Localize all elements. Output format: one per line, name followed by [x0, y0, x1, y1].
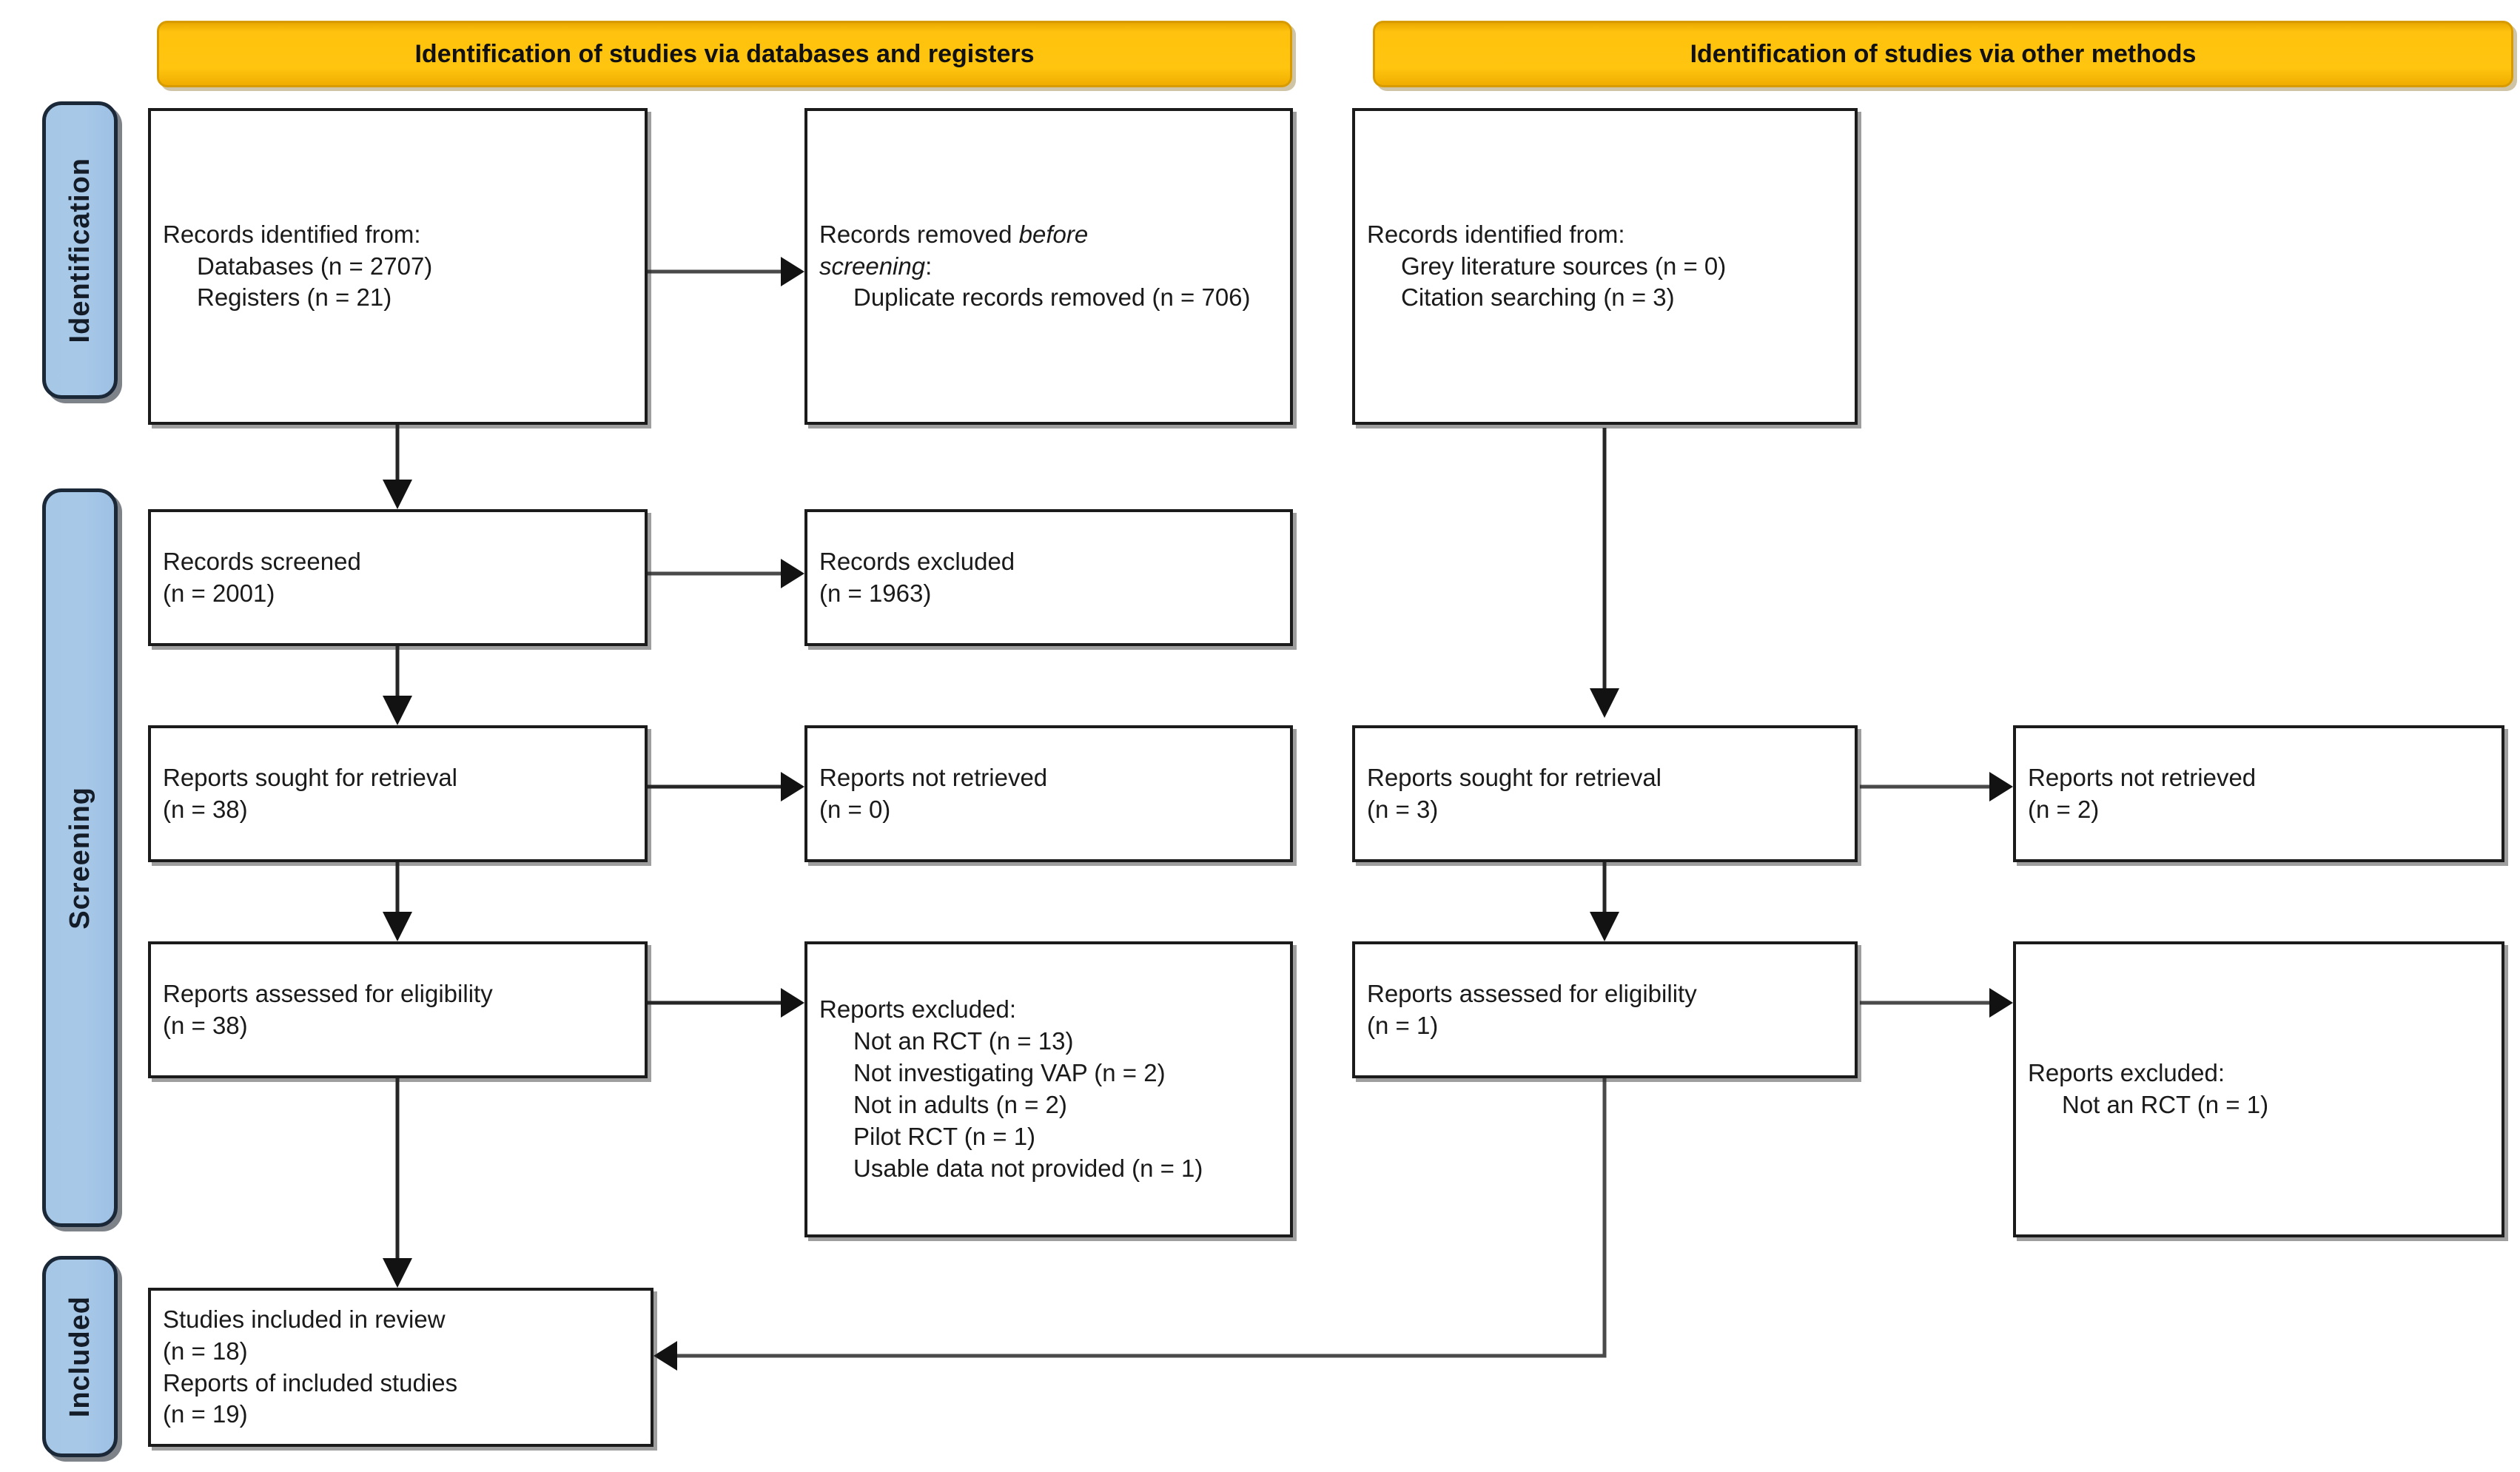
phase-tab-included-label: Included — [64, 1295, 95, 1418]
assessed-left-line1: Reports assessed for eligibility — [163, 979, 493, 1007]
box-records-screened: Records screened (n = 2001) — [148, 509, 648, 646]
box-reports-not-retrieved-left-text: Reports not retrieved (n = 0) — [807, 762, 1290, 826]
removed-line1-emph: before — [1018, 220, 1089, 248]
included-line2: (n = 18) — [163, 1337, 248, 1365]
excl-left-line1: Reports excluded: — [819, 995, 1016, 1024]
phase-tab-screening: Screening — [42, 488, 118, 1227]
removed-line2-tail: : — [925, 252, 933, 280]
section-header-databases: Identification of studies via databases … — [157, 21, 1292, 87]
records-screened-line1: Records screened — [163, 547, 361, 575]
included-line3: Reports of included studies — [163, 1368, 458, 1397]
excl-right-line1: Reports excluded: — [2028, 1059, 2225, 1087]
other-identified-line3: Citation searching (n = 3) — [1401, 283, 1675, 312]
phase-tab-included: Included — [42, 1256, 118, 1457]
section-header-databases-label: Identification of studies via databases … — [414, 39, 1035, 68]
box-records-identified-databases: Records identified from: Databases (n = 2… — [148, 108, 648, 425]
other-identified-line1: Records identified from: — [1367, 220, 1625, 248]
box-reports-assessed-left: Reports assessed for eligibility (n = 38) — [148, 941, 648, 1078]
records-screened-line2: (n = 2001) — [163, 579, 275, 607]
excl-left-item-0: Not an RCT (n = 13) — [853, 1027, 1074, 1055]
db-identified-line3: Registers (n = 21) — [197, 283, 392, 312]
box-records-identified-databases-text: Records identified from: Databases (n = 2… — [151, 219, 645, 315]
box-reports-excluded-left: Reports excluded: Not an RCT (n = 13) Not … — [804, 941, 1293, 1237]
db-identified-line2: Databases (n = 2707) — [197, 252, 433, 280]
other-identified-line2: Grey literature sources (n = 0) — [1401, 252, 1727, 280]
box-reports-excluded-left-text: Reports excluded: Not an RCT (n = 13) Not … — [807, 994, 1290, 1184]
excl-left-item-3: Pilot RCT (n = 1) — [853, 1122, 1036, 1150]
phase-tab-screening-label: Screening — [64, 786, 95, 930]
box-studies-included: Studies included in review (n = 18) Report… — [148, 1288, 653, 1447]
phase-tab-identification-label: Identification — [64, 157, 95, 343]
notretr-right-line1: Reports not retrieved — [2028, 763, 2257, 791]
box-records-screened-text: Records screened (n = 2001) — [151, 546, 645, 610]
box-records-excluded: Records excluded (n = 1963) — [804, 509, 1293, 646]
box-reports-not-retrieved-right: Reports not retrieved (n = 2) — [2013, 725, 2504, 862]
removed-line3: Duplicate records removed (n = 706) — [853, 283, 1251, 312]
removed-line2-emph: screening — [819, 252, 926, 280]
box-studies-included-text: Studies included in review (n = 18) Report… — [151, 1304, 651, 1431]
box-reports-assessed-right: Reports assessed for eligibility (n = 1) — [1352, 941, 1858, 1078]
box-reports-sought-left-text: Reports sought for retrieval (n = 38) — [151, 762, 645, 826]
box-reports-sought-right-text: Reports sought for retrieval (n = 3) — [1355, 762, 1855, 826]
assessed-right-line1: Reports assessed for eligibility — [1367, 979, 1697, 1007]
box-reports-excluded-right: Reports excluded: Not an RCT (n = 1) — [2013, 941, 2504, 1237]
records-excluded-line1: Records excluded — [819, 547, 1015, 575]
sought-right-line1: Reports sought for retrieval — [1367, 763, 1662, 791]
box-records-excluded-text: Records excluded (n = 1963) — [807, 546, 1290, 610]
box-reports-excluded-right-text: Reports excluded: Not an RCT (n = 1) — [2016, 1058, 2501, 1121]
box-records-identified-other-text: Records identified from: Grey literature … — [1355, 219, 1855, 315]
box-reports-assessed-left-text: Reports assessed for eligibility (n = 38) — [151, 978, 645, 1042]
box-reports-not-retrieved-left: Reports not retrieved (n = 0) — [804, 725, 1293, 862]
sought-right-line2: (n = 3) — [1367, 795, 1439, 823]
notretr-left-line1: Reports not retrieved — [819, 763, 1048, 791]
notretr-right-line2: (n = 2) — [2028, 795, 2100, 823]
box-reports-assessed-right-text: Reports assessed for eligibility (n = 1) — [1355, 978, 1855, 1042]
box-reports-not-retrieved-right-text: Reports not retrieved (n = 2) — [2016, 762, 2501, 826]
removed-line1-lead: Records removed — [819, 220, 1019, 248]
excl-left-item-1: Not investigating VAP (n = 2) — [853, 1059, 1166, 1087]
section-header-other-methods-label: Identification of studies via other meth… — [1690, 39, 2197, 68]
excl-left-item-2: Not in adults (n = 2) — [853, 1091, 1067, 1118]
db-identified-line1: Records identified from: — [163, 220, 421, 248]
phase-tab-identification: Identification — [42, 101, 118, 399]
excl-left-item-4: Usable data not provided (n = 1) — [853, 1154, 1203, 1182]
included-line1: Studies included in review — [163, 1305, 446, 1333]
notretr-left-line2: (n = 0) — [819, 795, 891, 823]
removed-line2: screening: — [819, 251, 1278, 283]
section-header-other-methods: Identification of studies via other meth… — [1373, 21, 2513, 87]
included-line4: (n = 19) — [163, 1400, 248, 1428]
box-records-identified-other: Records identified from: Grey literature … — [1352, 108, 1858, 425]
box-reports-sought-left: Reports sought for retrieval (n = 38) — [148, 725, 648, 862]
records-excluded-line2: (n = 1963) — [819, 579, 932, 607]
box-reports-sought-right: Reports sought for retrieval (n = 3) — [1352, 725, 1858, 862]
removed-line1: Records removed before — [819, 221, 1088, 248]
excl-right-item-0: Not an RCT (n = 1) — [2062, 1091, 2269, 1118]
sought-left-line1: Reports sought for retrieval — [163, 763, 458, 791]
sought-left-line2: (n = 38) — [163, 795, 248, 823]
assessed-left-line2: (n = 38) — [163, 1011, 248, 1039]
assessed-right-line2: (n = 1) — [1367, 1011, 1439, 1039]
